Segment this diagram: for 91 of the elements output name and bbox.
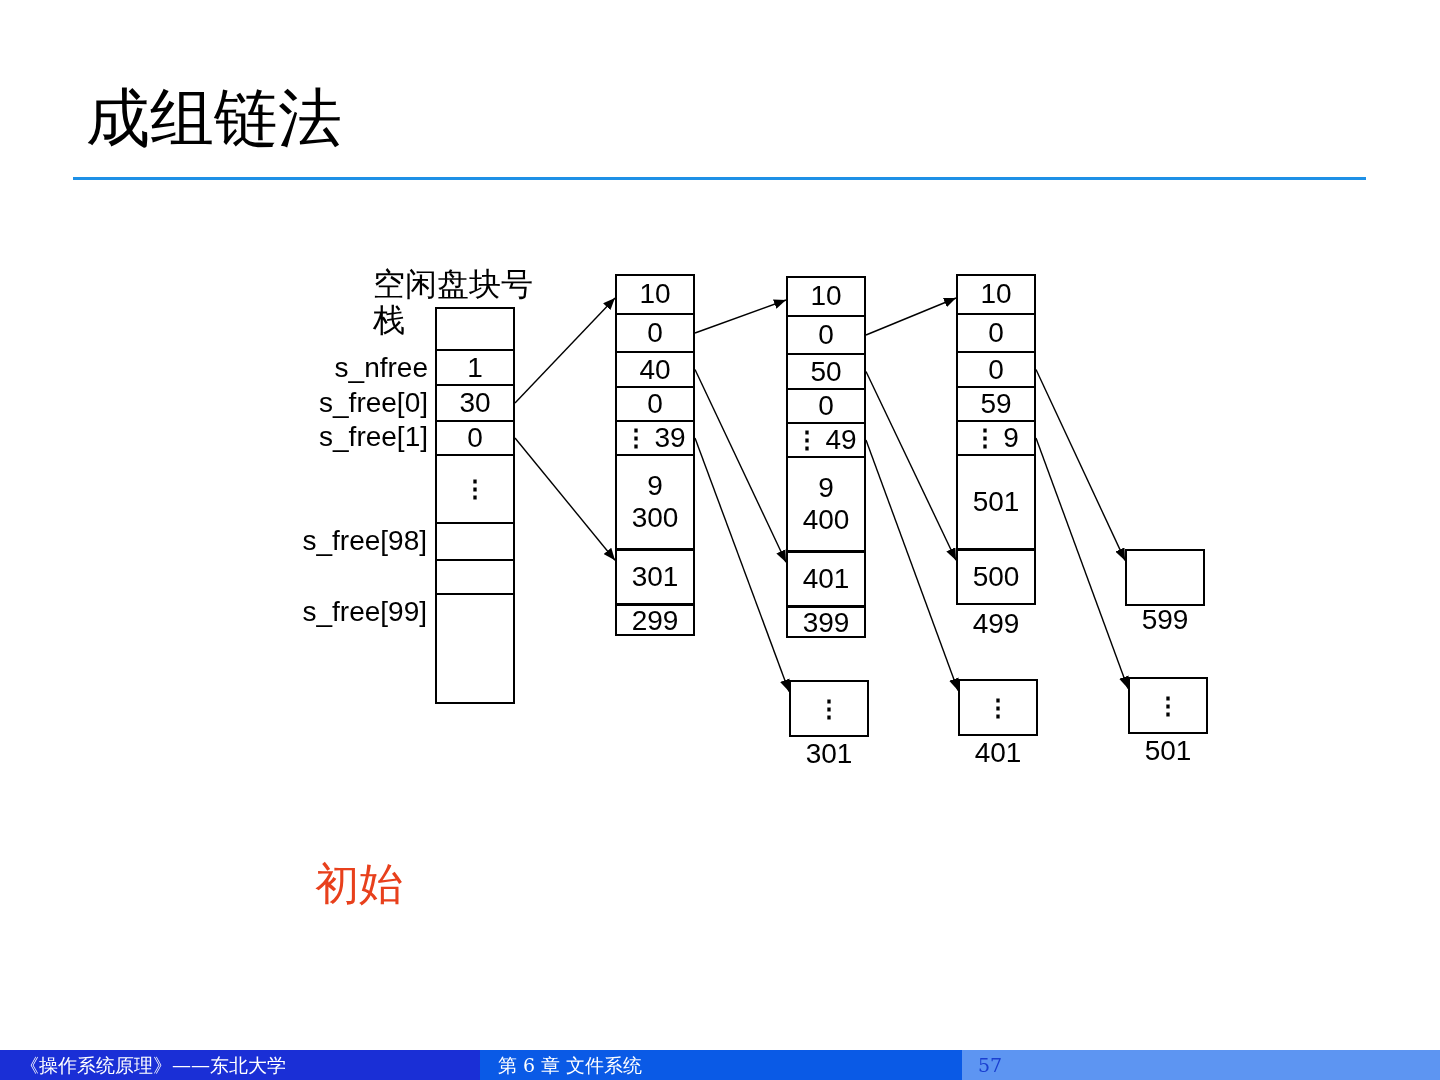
block-frame (615, 549, 695, 605)
arrow (865, 297, 957, 336)
field-label: s_free[1] (318, 421, 428, 453)
ellipsis-mark: ⋮ (624, 424, 649, 452)
cell-value: 500 (972, 561, 1020, 593)
cell-value: 0 (818, 319, 834, 351)
ellipsis-mark: ⋮ (986, 693, 1010, 722)
arrow (514, 297, 616, 404)
arrow (865, 370, 957, 561)
cell-value: 10 (639, 278, 671, 310)
cell-value: 300 (631, 502, 679, 534)
block-number: 401 (973, 737, 1023, 769)
cell-value: 0 (647, 317, 663, 349)
block-cell (615, 314, 695, 352)
stack-cell (435, 455, 515, 523)
field-label: s_free[0] (318, 387, 428, 419)
cell-value: 301 (631, 561, 679, 593)
block-number: 501 (1143, 735, 1193, 767)
block-number: 499 (971, 608, 1021, 640)
block-column (956, 274, 1036, 605)
block-cell (956, 352, 1036, 387)
cell-value: 10 (980, 278, 1012, 310)
cell-value: 0 (988, 317, 1004, 349)
block-cell (786, 354, 866, 389)
slide-title: 成组链法 (86, 81, 342, 156)
block-cell (956, 387, 1036, 421)
footer-chapter: 第 6 章 文件系统 (480, 1050, 962, 1080)
block-number: 301 (804, 738, 854, 770)
block-cell (956, 455, 1036, 549)
stack-cell (435, 523, 515, 560)
cell-value: 30 (459, 387, 491, 419)
arrow (694, 437, 790, 693)
cell-value: 1 (467, 351, 483, 384)
field-label: s_free[99] (301, 596, 427, 628)
ellipsis-mark: ⋮ (795, 426, 820, 454)
stack-cell (435, 350, 515, 385)
cell-value: 59 (980, 388, 1012, 420)
page-number: 57 (962, 1050, 1440, 1080)
stack-cell (435, 421, 515, 455)
ellipsis-mark: ⋮ (973, 424, 998, 452)
disk-block-box (789, 680, 869, 737)
cell-value: 9 (647, 470, 663, 502)
block-cell (615, 421, 695, 455)
disk-block-box (958, 679, 1038, 736)
footer-course: 《操作系统原理》——东北大学 (0, 1050, 480, 1080)
block-column (615, 274, 695, 636)
disk-block-box (1128, 677, 1208, 734)
cell-value: 9 (1003, 422, 1019, 454)
cell-value: 0 (647, 388, 663, 420)
block-cell (615, 455, 695, 549)
block-frame (786, 551, 866, 607)
block-cell (786, 423, 866, 457)
cell-value: 299 (631, 604, 679, 637)
field-label: s_nfree (333, 352, 428, 384)
cell-value: 9 (818, 472, 834, 504)
arrow (865, 439, 959, 692)
block-cell (786, 389, 866, 423)
block-cell (956, 314, 1036, 352)
stack-cell (435, 560, 515, 594)
cell-value: 0 (467, 422, 483, 454)
stack-cell (435, 385, 515, 421)
cell-value: 50 (810, 355, 842, 388)
block-number: 599 (1140, 604, 1190, 636)
cell-value: 0 (818, 390, 834, 422)
ellipsis-mark: ⋮ (463, 475, 487, 503)
cell-value: 49 (825, 424, 857, 456)
cell-value: 10 (810, 280, 842, 312)
block-column (786, 276, 866, 638)
disk-block-box (1125, 549, 1205, 606)
arrow (1035, 368, 1126, 562)
arrow (514, 437, 616, 561)
block-cell (615, 352, 695, 387)
cell-value: 501 (972, 486, 1020, 518)
arrow (694, 299, 787, 334)
ellipsis-mark: ⋮ (1156, 691, 1180, 720)
stack-heading: 空闲盘块号栈 (373, 266, 534, 338)
block-cell (956, 421, 1036, 455)
block-cell (615, 387, 695, 421)
status-note: 初始 (315, 858, 403, 910)
cell-value: 400 (802, 504, 850, 536)
cell-value: 39 (654, 422, 686, 454)
cell-value: 0 (988, 353, 1004, 386)
cell-value: 401 (802, 563, 850, 595)
cell-value: 40 (639, 353, 671, 386)
block-cell (786, 316, 866, 354)
arrow (694, 368, 787, 563)
arrow (1035, 437, 1129, 690)
ellipsis-mark: ⋮ (817, 694, 841, 723)
block-cell (786, 457, 866, 551)
cell-value: 399 (802, 606, 850, 639)
field-label: s_free[98] (301, 525, 427, 557)
